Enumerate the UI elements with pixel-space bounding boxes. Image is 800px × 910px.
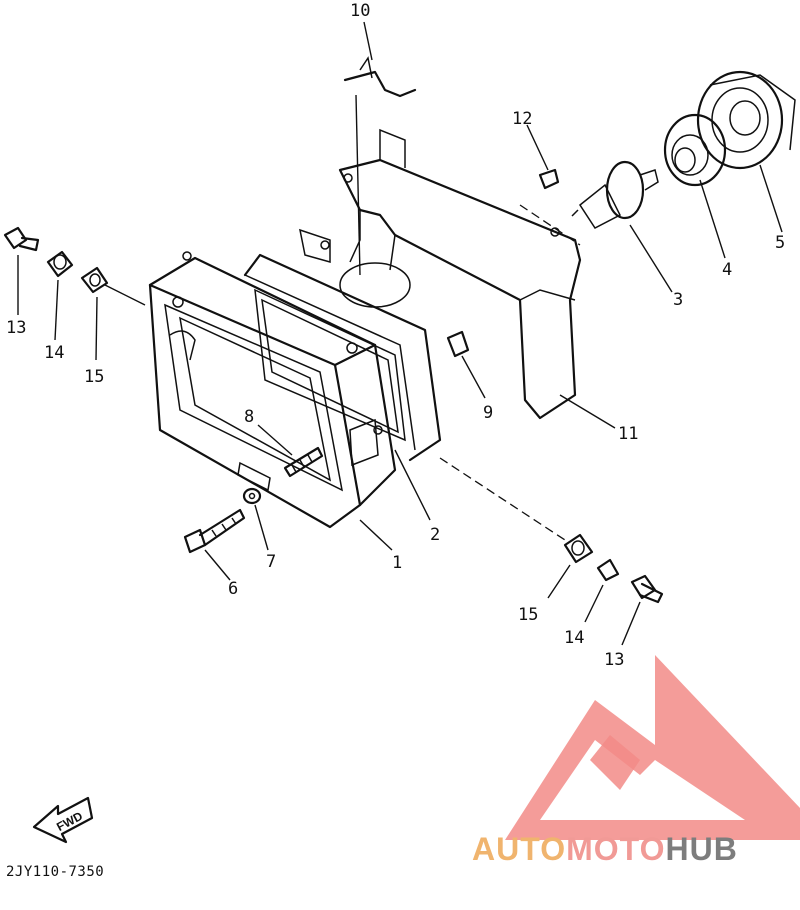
headlight-unit [243,228,442,467]
grommet-9 [446,330,486,399]
callout-15-left: 15 [84,367,104,387]
watermark-moto: MOTO [566,831,665,867]
callout-15-right: 15 [518,605,538,625]
headlight-rim [148,251,397,529]
callout-7: 7 [266,552,276,572]
wire-clip [343,21,417,276]
callout-11: 11 [618,424,638,444]
watermark-text: AUTOMOTOHUB [472,831,738,867]
callout-12: 12 [512,109,532,129]
callout-14-left: 14 [44,343,64,363]
callout-5: 5 [775,233,785,253]
left-bolt-set [3,226,146,361]
callout-4: 4 [722,260,732,280]
watermark-auto: AUTO [472,831,566,867]
callout-9: 9 [483,403,493,423]
callout-10: 10 [350,1,370,21]
callout-1: 1 [392,553,402,573]
callout-13-left: 13 [6,318,26,338]
adjusting-screw [183,508,246,581]
callout-2: 2 [430,525,440,545]
fwd-arrow-icon: FWD [32,796,94,844]
leader-part-11 [559,394,616,429]
callouts: 1 2 3 4 5 6 7 8 9 10 11 12 13 14 15 15 1… [6,1,785,670]
callout-3: 3 [673,290,683,310]
callout-13-right: 13 [604,650,624,670]
bulb-cover [696,70,796,233]
callout-14-right: 14 [564,628,584,648]
washer-7 [242,487,269,551]
callout-6: 6 [228,579,238,599]
watermark-logo [505,655,800,840]
bulb-socket [663,113,727,259]
diagram-code: 2JY110-7350 [6,864,104,880]
adjuster-spring [257,424,324,478]
right-bolt-set [439,457,664,646]
watermark-hub: HUB [665,831,737,867]
leader-part-2 [394,449,431,521]
housing-bracket [338,128,582,420]
leader-part-1 [359,519,393,551]
headlight-bulb [571,160,673,293]
screw-12 [519,124,581,246]
callout-8: 8 [244,407,254,427]
